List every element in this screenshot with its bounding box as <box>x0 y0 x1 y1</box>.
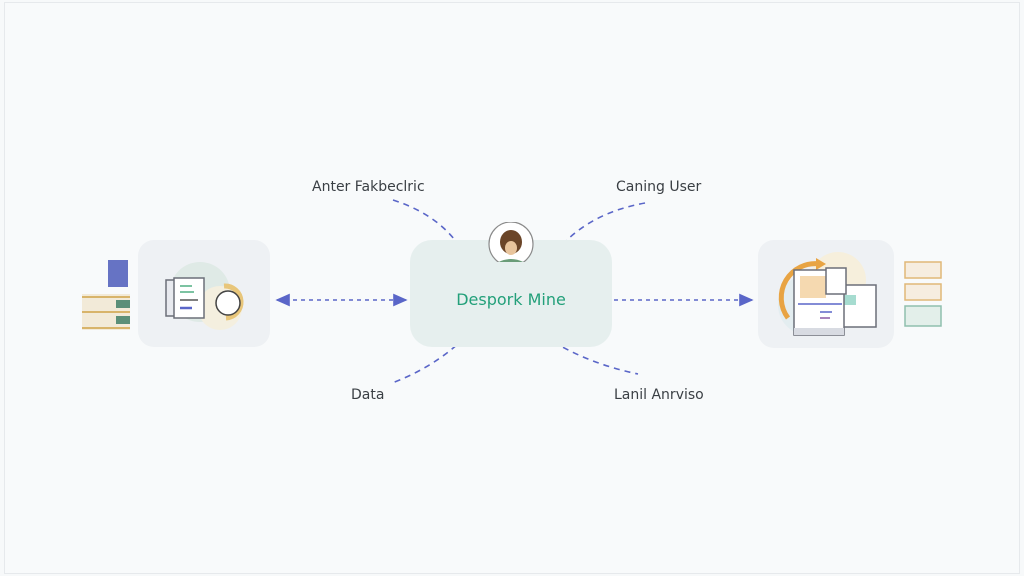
left-node[interactable] <box>138 240 270 347</box>
label-top-right: Caning User <box>616 179 702 195</box>
label-bottom-right: Lanil Anrviso <box>614 387 704 403</box>
center-node[interactable]: Despork Mine <box>410 222 612 347</box>
label-top-left: Anter Fakbeclric <box>312 179 425 195</box>
connector-bottom-left <box>391 329 473 384</box>
document-sync-icon <box>778 252 877 336</box>
center-node-title: Despork Mine <box>456 290 566 309</box>
label-bottom-left: Data <box>351 387 385 403</box>
user-avatar-icon <box>488 222 534 262</box>
document-user-icon <box>165 262 244 330</box>
right-node[interactable] <box>758 240 894 348</box>
connector-top-right <box>564 202 646 243</box>
